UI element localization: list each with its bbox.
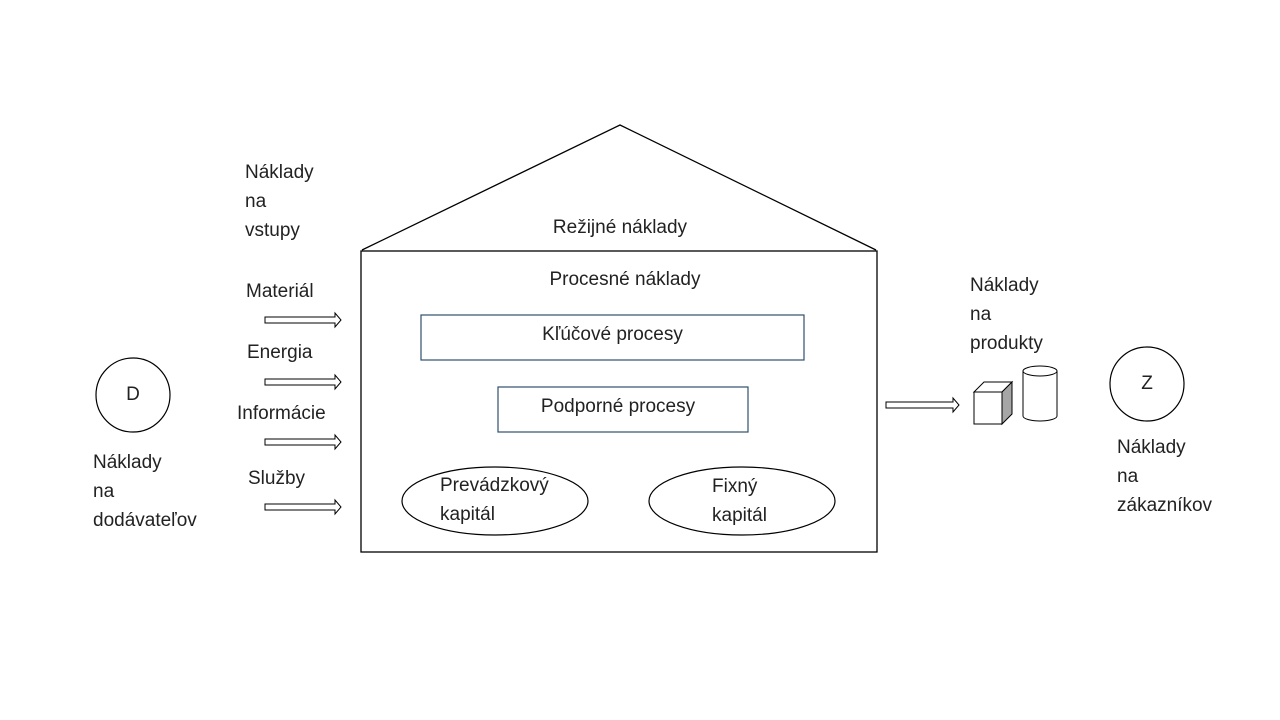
customer-cost-line-2: na — [1117, 466, 1139, 487]
input-arrow-services — [264, 498, 342, 516]
support-processes-box — [497, 386, 749, 433]
product-cube-icon — [972, 380, 1014, 426]
key-processes-label: Kľúčové procesy — [542, 324, 683, 345]
output-arrow — [885, 396, 960, 414]
customer-cost-line-3: zákazníkov — [1117, 495, 1213, 516]
operating-capital-line-1: Prevádzkový — [440, 475, 549, 496]
supplier-circle — [95, 357, 171, 433]
operating-capital-line-2: kapitál — [440, 504, 495, 525]
input-item-information: Informácie — [237, 403, 326, 424]
customer-cost-line-1: Náklady — [1117, 437, 1186, 458]
house-roof — [361, 124, 877, 251]
operating-capital-ellipse — [401, 466, 589, 536]
customer-cost-label: Náklady na zákazníkov — [1117, 433, 1212, 520]
products-heading-line-3: produkty — [970, 333, 1043, 354]
input-arrow-information — [264, 433, 342, 451]
input-item-services: Služby — [248, 468, 306, 489]
fixed-capital-label: Fixný kapitál — [712, 472, 767, 530]
product-cylinder-icon — [1022, 365, 1058, 422]
house-body — [360, 250, 878, 553]
products-heading-line-1: Náklady — [970, 275, 1039, 296]
key-processes-box — [420, 314, 805, 361]
overhead-costs-label: Režijné náklady — [552, 217, 688, 238]
customer-circle — [1109, 346, 1185, 422]
inputs-heading: Náklady na vstupy — [245, 158, 314, 245]
fixed-capital-line-2: kapitál — [712, 505, 767, 526]
supplier-cost-label: Náklady na dodávateľov — [93, 448, 197, 535]
input-arrow-energy — [264, 373, 342, 391]
inputs-heading-line-2: na — [245, 191, 267, 212]
input-item-material: Materiál — [246, 281, 314, 302]
support-processes-label: Podporné procesy — [540, 396, 696, 417]
products-heading-line-2: na — [970, 304, 992, 325]
inputs-heading-line-3: vstupy — [245, 220, 300, 241]
supplier-cost-line-3: dodávateľov — [93, 510, 197, 531]
supplier-cost-line-1: Náklady — [93, 452, 162, 473]
supplier-letter: D — [126, 384, 140, 405]
process-costs-label: Procesné náklady — [549, 269, 701, 290]
products-heading: Náklady na produkty — [970, 271, 1043, 358]
fixed-capital-ellipse — [648, 466, 836, 536]
fixed-capital-line-1: Fixný — [712, 476, 758, 497]
inputs-heading-line-1: Náklady — [245, 162, 314, 183]
input-arrow-material — [264, 311, 342, 329]
customer-letter: Z — [1141, 373, 1153, 394]
supplier-cost-line-2: na — [93, 481, 115, 502]
input-item-energy: Energia — [247, 342, 313, 363]
operating-capital-label: Prevádzkový kapitál — [440, 471, 549, 529]
